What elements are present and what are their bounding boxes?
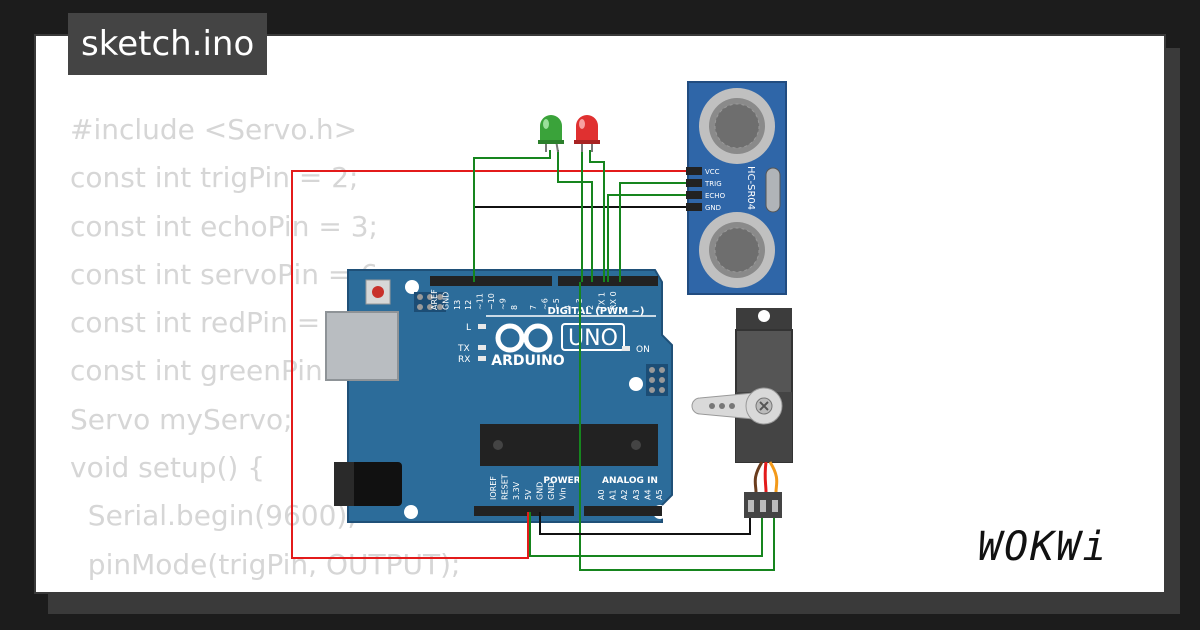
- code-line: Serial.begin(9600);: [70, 499, 357, 533]
- servo-connector: [744, 492, 782, 518]
- sensor-pin-header: [686, 167, 702, 211]
- code-line: const int echoPin = 3;: [70, 209, 378, 243]
- servo-motor[interactable]: [691, 308, 793, 463]
- code-line: Servo myServo;: [70, 402, 293, 436]
- analog-label: ANALOG IN: [602, 476, 658, 486]
- header-power: [474, 506, 574, 516]
- pin-label: 7: [529, 305, 538, 310]
- wire-echo: [607, 194, 694, 282]
- pin-label: 8: [510, 305, 519, 310]
- led-rx-icon: [478, 356, 486, 361]
- pin-label: A2: [620, 489, 629, 500]
- file-tab[interactable]: sketch.ino: [68, 13, 268, 75]
- digital-label: DIGITAL (PWM ~): [548, 306, 645, 317]
- pin-label: 2: [586, 305, 595, 310]
- sensor-pin-echo: ECHO: [705, 192, 726, 200]
- pin-label: GND: [441, 292, 450, 310]
- power-label: POWER: [543, 476, 580, 486]
- power-jack-body: [334, 462, 354, 506]
- reset-button-cap[interactable]: [372, 286, 384, 298]
- sensor-crystal: [765, 167, 781, 213]
- wire-green-led: [473, 150, 551, 282]
- model-badge: [561, 323, 625, 351]
- pin-label: IOREF: [489, 476, 498, 500]
- pin-label: ~11: [476, 293, 485, 310]
- pin-label: A0: [597, 489, 606, 500]
- wire-green-led-2: [557, 150, 593, 282]
- usb-port: [325, 311, 399, 381]
- led-on-icon: [622, 346, 630, 351]
- pin-label: GND: [547, 482, 556, 500]
- arduino-logo-icon: [495, 323, 553, 353]
- pin-label: RX 0: [609, 291, 618, 310]
- pin-label: 4: [563, 305, 572, 310]
- pin-label: ~10: [487, 293, 496, 310]
- pin-label: Vin: [559, 487, 568, 500]
- code-line: #include <Servo.h>: [70, 113, 358, 146]
- led-label-tx: TX: [457, 344, 470, 354]
- red-led[interactable]: [574, 115, 600, 152]
- led-l-icon: [478, 324, 486, 329]
- wire-servo-gnd: [539, 512, 751, 535]
- header-digital-left: [430, 276, 552, 286]
- sensor-name: HC-SR04: [745, 166, 756, 210]
- pin-label: ~5: [552, 298, 561, 310]
- wire-vcc: [291, 170, 694, 559]
- header-analog: [584, 506, 662, 516]
- pin-label: ~6: [541, 298, 550, 310]
- pin-label: GND: [535, 482, 544, 500]
- led-tx-icon: [478, 345, 486, 350]
- code-line: const int redPin = 4;: [70, 306, 357, 340]
- pin-label: A4: [643, 489, 652, 500]
- wires: [291, 150, 775, 571]
- wokwi-logo: WOKWi: [978, 524, 1109, 570]
- sensor-pin-gnd: GND: [705, 204, 721, 212]
- code-line: void setup() {: [70, 451, 266, 485]
- code-line: const int servoPin = 6;: [70, 257, 388, 291]
- mount-hole: [405, 280, 419, 294]
- board-name: ARDUINO: [491, 353, 565, 369]
- pin-label: 13: [453, 300, 462, 310]
- sensor-pin-trig: TRIG: [704, 180, 722, 188]
- pin-label: A3: [632, 489, 641, 500]
- wire-red-led: [589, 150, 605, 282]
- mount-hole: [629, 377, 643, 391]
- icsp-header-2: [646, 364, 668, 396]
- pin-label: TX 1: [598, 292, 607, 311]
- pin-label: 5V: [524, 489, 533, 500]
- microcontroller-chip: [480, 424, 658, 466]
- pin-label: ~9: [498, 298, 507, 310]
- code-line: const int trigPin = 2;: [70, 161, 359, 195]
- mount-hole: [404, 505, 418, 519]
- servo-cable: [753, 461, 779, 493]
- pin-label: 12: [464, 300, 473, 310]
- hc-sr04-sensor[interactable]: HC-SR04 VCC TRIG ECHO GND: [686, 81, 787, 295]
- board-model: UNO: [568, 326, 618, 351]
- pin-label: A5: [655, 489, 664, 500]
- icsp-header: [414, 292, 446, 312]
- green-led[interactable]: [538, 115, 564, 153]
- code-line: pinMode(trigPin, OUTPUT);: [70, 547, 461, 581]
- led-label-on: ON: [636, 345, 650, 355]
- pin-label: AREF: [430, 289, 439, 310]
- pin-label: RESET: [501, 474, 510, 500]
- code-preview: #include <Servo.h> const int trigPin = 2…: [70, 106, 461, 592]
- led-label-l: L: [466, 323, 471, 333]
- sensor-pin-vcc: VCC: [705, 168, 720, 176]
- wire-servo-power: [529, 512, 763, 557]
- wire-trig: [619, 182, 694, 282]
- led-label-rx: RX: [458, 355, 470, 365]
- pin-label: 3.3V: [512, 481, 521, 500]
- pin-label: A1: [609, 489, 618, 500]
- wire-servo-signal: [579, 282, 775, 571]
